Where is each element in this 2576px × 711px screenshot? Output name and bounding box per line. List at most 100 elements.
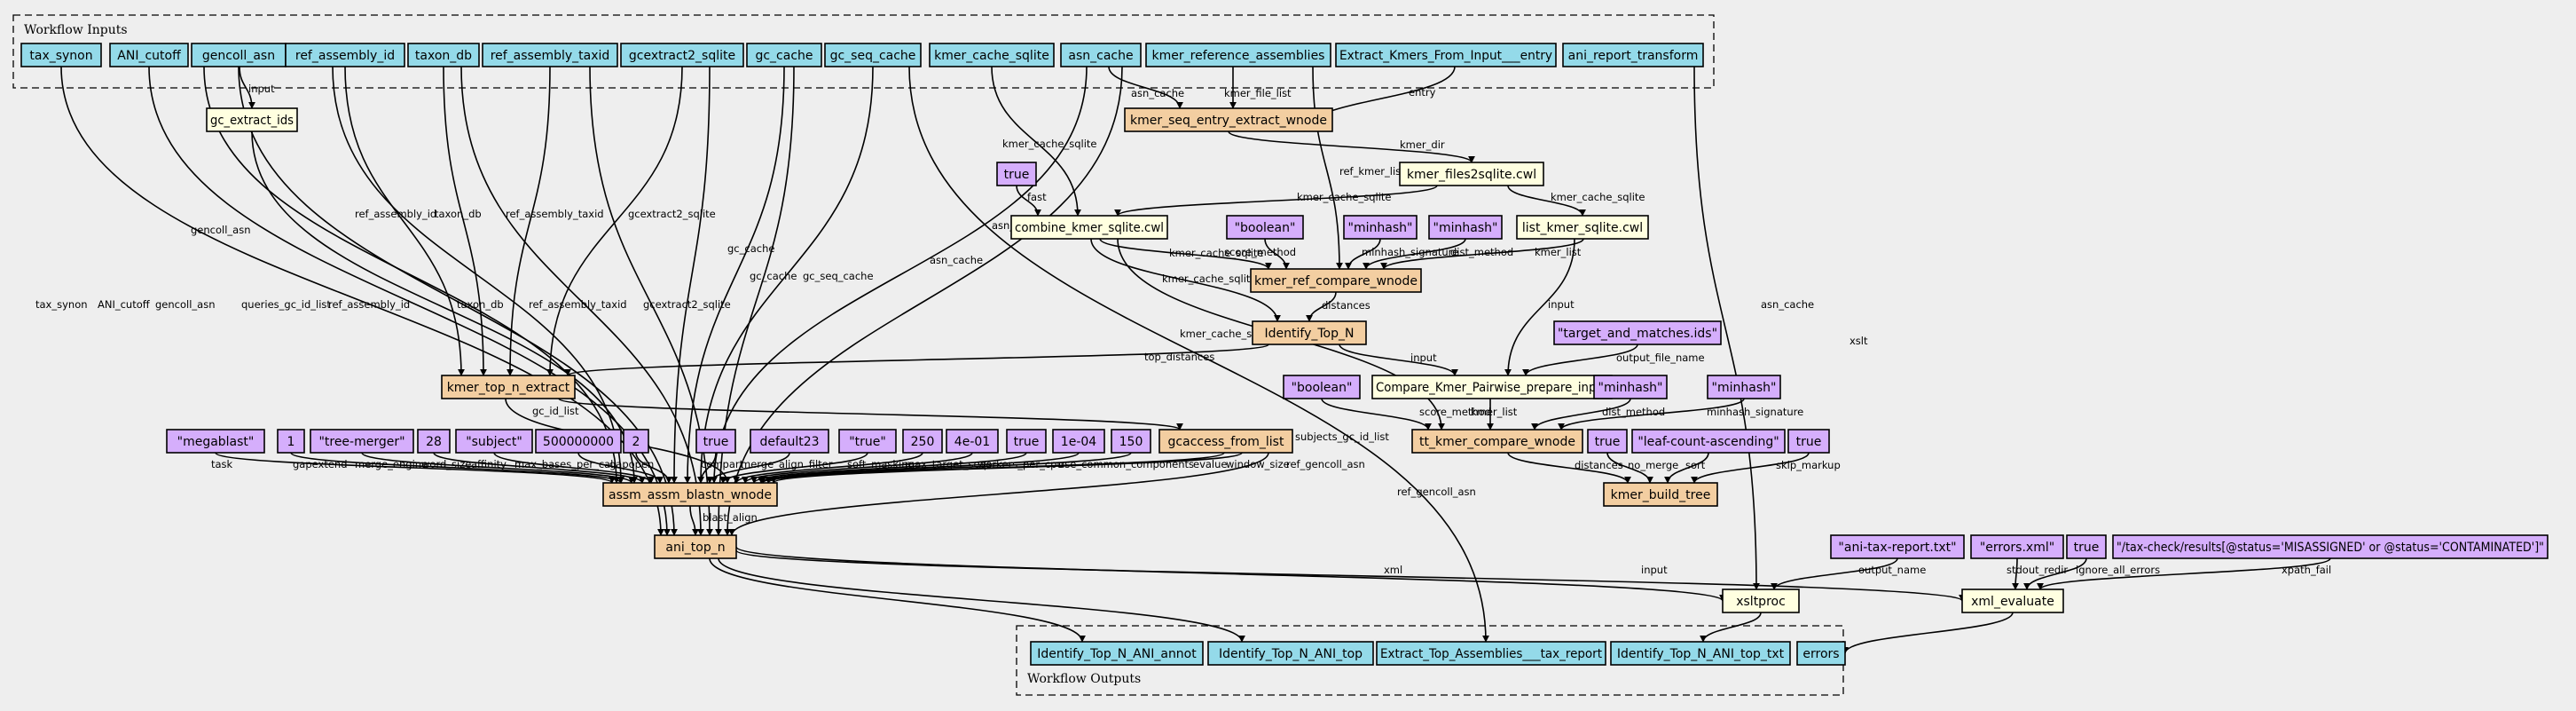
node-label: Identify_Top_N <box>1265 327 1355 341</box>
node-ani-cutoff: ANI_cutoff <box>109 43 189 67</box>
edge-asn-cache-18 <box>1108 66 1183 109</box>
edge-dist-method-46 <box>1531 398 1631 431</box>
edge-label-window-size: window_size <box>1226 458 1290 470</box>
node-box-input <box>1562 43 1704 67</box>
edge-label-asn-cache: asn_cache <box>1131 87 1184 99</box>
node-box-step <box>1252 320 1367 345</box>
node-gcaccess: gcaccess_from_list <box>1158 429 1293 454</box>
node-list-kmer: list_kmer_sqlite.cwl <box>1516 215 1649 240</box>
edge-label-word-size: word_size <box>421 458 471 470</box>
node-v-ani-report: "ani-tax-report.txt" <box>1830 534 1965 559</box>
node-box-value <box>1226 215 1304 240</box>
edge-link-78 <box>718 557 1245 643</box>
node-label: kmer_top_n_extract <box>447 381 570 395</box>
node-label: assm_assm_blastn_wnode <box>609 488 772 502</box>
edge-label-output-name: output_name <box>1858 564 1926 576</box>
edge-asn-cache-16 <box>908 66 1489 643</box>
node-label: true <box>1004 168 1030 182</box>
node-label: gencoll_asn <box>202 49 275 63</box>
node-label: gcaccess_from_list <box>1168 435 1284 449</box>
node-ani-report-transform: ani_report_transform <box>1562 43 1704 67</box>
node-label: ref_assembly_taxid <box>491 49 610 63</box>
node-v-minhash-3: "minhash" <box>1593 375 1668 399</box>
edge-gcextract2-sqlite-11 <box>546 66 683 376</box>
edge-label-ref-kmer-list: ref_kmer_list <box>1339 165 1405 178</box>
node-tax-synon: tax_synon <box>20 43 102 67</box>
node-label: kmer_build_tree <box>1611 488 1711 502</box>
edge-gapopen-55 <box>635 452 672 484</box>
edge-label-score-method: score_method <box>1419 406 1491 418</box>
edge-distances-38 <box>1306 291 1337 322</box>
node-box-value <box>2112 534 2549 559</box>
node-box-output <box>1796 641 1846 666</box>
edge-label-dist-method: dist_method <box>1602 406 1665 418</box>
node-box-value <box>455 429 533 454</box>
node-box-input <box>109 43 189 67</box>
node-box-step <box>1158 429 1293 454</box>
workflow-inputs-cluster <box>12 14 1715 89</box>
node-label: 250 <box>911 435 935 449</box>
edge-kmer-cache-sqlite-31 <box>1090 238 1281 322</box>
edge-xml-71 <box>735 546 1726 602</box>
edge-kmer-cache-sqlite-30 <box>1099 238 1272 270</box>
edge-distances-66 <box>1507 452 1631 484</box>
edge-label-xpath-fail: xpath_fail <box>2281 564 2331 576</box>
node-box-value <box>1970 534 2064 559</box>
edge-label-input: input <box>1410 352 1437 364</box>
edge-label-kmer-list: kmer_list <box>1535 246 1582 258</box>
node-box-output <box>1376 641 1606 666</box>
node-label: list_kmer_sqlite.cwl <box>1522 221 1643 235</box>
node-box-input <box>191 43 287 67</box>
edge-label-gencoll-asn: gencoll_asn <box>155 298 216 311</box>
node-label: "minhash" <box>1348 221 1413 235</box>
edge-score-method-44 <box>1321 398 1432 431</box>
node-box-value <box>902 429 943 454</box>
edge-label-max-bases-per-call: max_bases_per_call <box>514 458 617 470</box>
node-box-step <box>1250 268 1422 293</box>
node-v-boolean-2: "boolean" <box>1283 375 1361 399</box>
node-v-1: 1 <box>277 429 305 454</box>
node-v-subject: "subject" <box>455 429 533 454</box>
node-box-input <box>929 43 1055 67</box>
node-ref-assembly-id: ref_assembly_id <box>285 43 405 67</box>
node-label: Identify_Top_N_ANI_annot <box>1037 647 1197 661</box>
edge-minhash-signature-47 <box>1558 398 1745 431</box>
edge-queries-gc-id-list-25 <box>251 130 638 484</box>
edge-label-entry: entry <box>1409 86 1436 99</box>
node-kmer-files2sqlite: kmer_files2sqlite.cwl <box>1399 162 1544 186</box>
edge-output-file-name-41 <box>1522 344 1638 376</box>
node-label: "minhash" <box>1598 381 1663 395</box>
node-v-28: 28 <box>417 429 451 454</box>
edge-taxon-db-8 <box>460 66 704 536</box>
edge-label-stdout-redir: stdout_redir <box>2007 564 2068 576</box>
node-asn-cache: asn_cache <box>1060 43 1142 67</box>
node-box-input <box>1335 43 1557 67</box>
node-label: tax_synon <box>29 49 92 63</box>
node-assm-blastn: assm_assm_blastn_wnode <box>602 482 778 507</box>
edge-label-kmer-cache-sqlite: kmer_cache_sqlite <box>1551 191 1645 203</box>
node-label: kmer_files2sqlite.cwl <box>1407 168 1536 182</box>
edge-fast-29 <box>1016 185 1041 217</box>
edge-minhash-signature-34 <box>1345 238 1381 270</box>
node-v-minhash-1: "minhash" <box>1343 215 1418 240</box>
edge-kmer-cache-sqlite-27 <box>1114 185 1438 217</box>
node-box-step <box>441 375 576 399</box>
node-v-boolean-1: "boolean" <box>1226 215 1304 240</box>
node-label: "target_and_matches.ids" <box>1558 327 1717 341</box>
node-label: true <box>1796 435 1822 449</box>
node-label: 150 <box>1119 435 1143 449</box>
node-box-tool <box>1371 375 1613 399</box>
node-box-value <box>1283 375 1361 399</box>
edge-blast-align-70 <box>689 505 699 536</box>
edge-label-compart: compart <box>701 458 744 470</box>
edge-label-distances: distances <box>1322 299 1370 312</box>
node-label: tt_kmer_compare_wnode <box>1419 435 1575 449</box>
node-label: "boolean" <box>1235 221 1296 235</box>
node-kmer-build-tree: kmer_build_tree <box>1603 482 1718 507</box>
node-label: Extract_Kmers_From_Input___entry <box>1339 49 1552 63</box>
node-label: xml_evaluate <box>1971 595 2054 609</box>
node-label: Compare_Kmer_Pairwise_prepare_input <box>1376 381 1608 395</box>
edge-score-method-33 <box>1264 238 1290 270</box>
node-label: true <box>703 435 729 449</box>
node-label: 2 <box>632 435 640 449</box>
